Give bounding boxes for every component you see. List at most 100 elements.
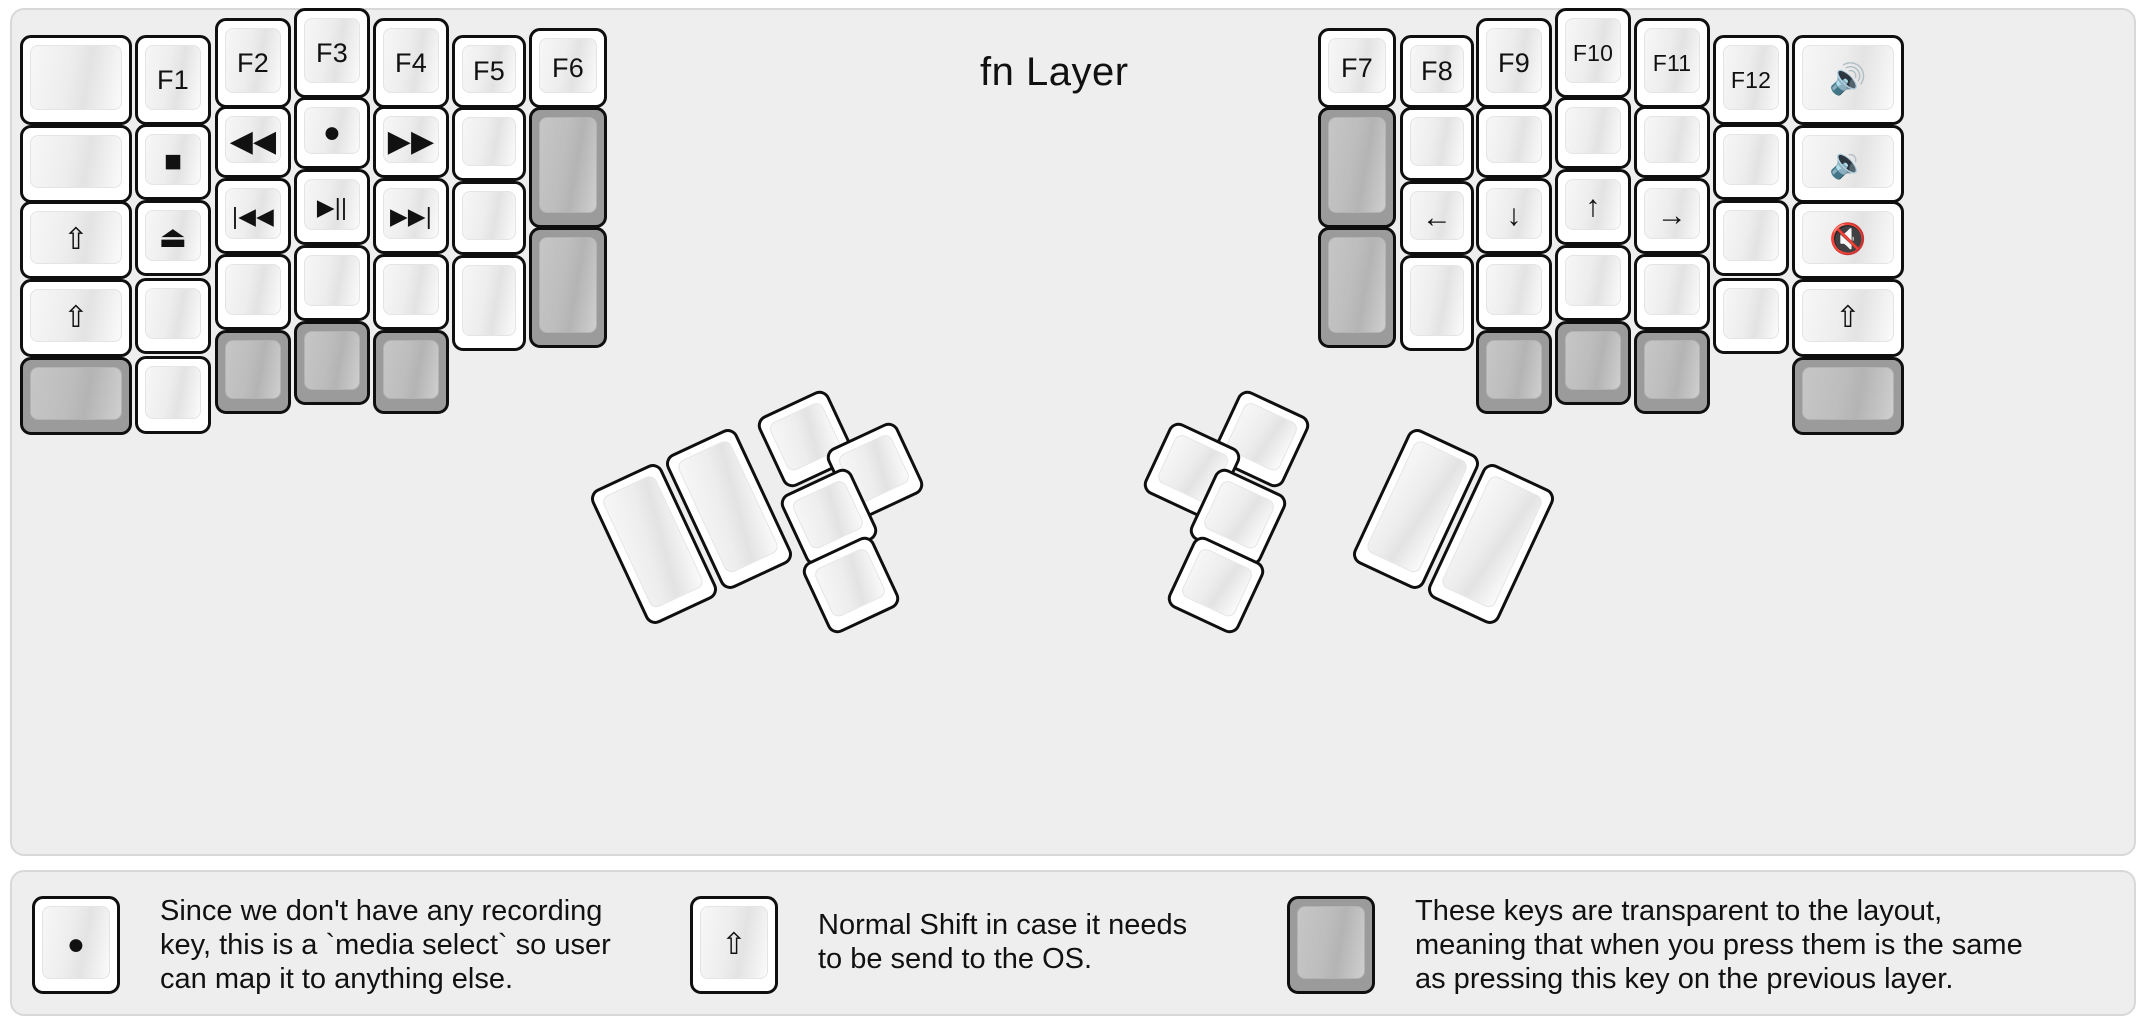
right-col-innermost-key-1[interactable] [1318, 107, 1396, 228]
left-col-innermost-key-1[interactable] [529, 107, 607, 228]
right-col-index-key-4[interactable] [1476, 330, 1552, 414]
right-col-inner-key-1[interactable] [1400, 107, 1474, 181]
key-cap [30, 367, 122, 420]
left-col-outer-left-key-0[interactable] [20, 35, 132, 125]
key-cap [1565, 331, 1621, 390]
left-col-pinky-key-0[interactable]: F1 [135, 35, 211, 125]
play-pause-icon: ▶|| [316, 193, 348, 220]
right-col-inner-key-0[interactable]: F8 [1400, 35, 1474, 108]
left-col-ring-key-4[interactable] [215, 330, 291, 414]
key-cap [1486, 340, 1542, 399]
left-col-ring-key-0[interactable]: F2 [215, 18, 291, 108]
key-cap [225, 340, 281, 399]
legend-key-transparent-icon [1287, 896, 1375, 994]
right-col-outer-right-key-4[interactable] [1792, 357, 1904, 435]
key-cap [462, 117, 516, 166]
right-col-pinky-key-1[interactable] [1713, 124, 1789, 200]
right-col-ring-key-3[interactable] [1634, 254, 1710, 330]
page-title: fn Layer [980, 50, 1129, 94]
key-cap [1328, 117, 1386, 213]
right-col-ring-key-2[interactable]: → [1634, 178, 1710, 254]
key-legend: F3 [316, 37, 348, 68]
left-col-outer-left-key-2[interactable]: ⇧ [20, 201, 132, 279]
right-col-ring-key-1[interactable] [1634, 106, 1710, 178]
right-col-pinky-key-2[interactable] [1713, 200, 1789, 276]
left-col-inner-key-2[interactable] [452, 181, 526, 255]
legend-text-transparent: These keys are transparent to the layout… [1415, 895, 2023, 996]
right-col-middle-key-2[interactable]: ↑ [1555, 169, 1631, 245]
right-col-outer-right-key-2[interactable]: 🔇 [1792, 201, 1904, 279]
left-col-pinky-key-2[interactable]: ⏏ [135, 200, 211, 276]
left-col-pinky-key-4[interactable] [135, 356, 211, 434]
key-cap [304, 255, 360, 306]
fast-forward-icon: ▶▶ [387, 125, 435, 158]
right-col-outer-right-key-0[interactable]: 🔊 [1792, 35, 1904, 125]
right-col-middle-key-3[interactable] [1555, 245, 1631, 321]
left-col-inner-key-3[interactable] [452, 255, 526, 351]
stop-icon: ■ [163, 145, 183, 178]
left-col-index-key-4[interactable] [373, 330, 449, 414]
arrow-down-icon: ↓ [1506, 199, 1522, 232]
left-col-pinky-key-3[interactable] [135, 278, 211, 354]
left-col-middle-key-1[interactable]: ● [294, 97, 370, 169]
right-col-inner-key-2[interactable]: ← [1400, 181, 1474, 255]
left-col-ring-key-1[interactable]: ◀◀ [215, 106, 291, 178]
key-cap [1723, 134, 1779, 185]
legend-key-record-icon: ● [32, 896, 120, 994]
right-col-middle-key-4[interactable] [1555, 321, 1631, 405]
legend-item-record: ● Since we don't have any recording key,… [32, 886, 672, 1004]
right-col-index-key-1[interactable] [1476, 106, 1552, 178]
legend-panel: ● Since we don't have any recording key,… [10, 870, 2136, 1016]
key-cap [30, 135, 122, 188]
key-cap [462, 265, 516, 336]
right-col-index-key-3[interactable] [1476, 254, 1552, 330]
left-col-index-key-1[interactable]: ▶▶ [373, 106, 449, 178]
arrow-left-icon: ← [1421, 201, 1453, 234]
left-col-innermost-key-2[interactable] [529, 227, 607, 348]
right-col-innermost-key-0[interactable]: F7 [1318, 28, 1396, 108]
left-col-index-key-2[interactable]: ▶▶| [373, 178, 449, 254]
right-col-middle-key-0[interactable]: F10 [1555, 8, 1631, 98]
left-col-index-key-0[interactable]: F4 [373, 18, 449, 108]
key-cap [1644, 340, 1700, 399]
key-cap [1486, 116, 1542, 163]
key-legend: F5 [473, 56, 505, 86]
key-legend: F12 [1730, 66, 1772, 93]
left-col-outer-left-key-3[interactable]: ⇧ [20, 279, 132, 357]
right-col-inner-key-3[interactable] [1400, 255, 1474, 351]
left-col-middle-key-3[interactable] [294, 245, 370, 321]
left-col-ring-key-3[interactable] [215, 254, 291, 330]
legend-key-glyph: ● [66, 928, 86, 961]
eject-icon: ⏏ [158, 221, 188, 254]
left-col-middle-key-2[interactable]: ▶|| [294, 169, 370, 245]
left-col-inner-key-1[interactable] [452, 107, 526, 181]
right-col-pinky-key-3[interactable] [1713, 278, 1789, 354]
key-cap [462, 191, 516, 240]
record-icon: ● [322, 116, 342, 149]
key-legend: F1 [157, 64, 189, 95]
left-col-outer-left-key-1[interactable] [20, 125, 132, 203]
right-col-index-key-0[interactable]: F9 [1476, 18, 1552, 108]
left-col-innermost-key-0[interactable]: F6 [529, 28, 607, 108]
left-col-ring-key-2[interactable]: |◀◀ [215, 178, 291, 254]
right-col-pinky-key-0[interactable]: F12 [1713, 35, 1789, 125]
left-col-pinky-key-1[interactable]: ■ [135, 124, 211, 200]
left-col-outer-left-key-4[interactable] [20, 357, 132, 435]
right-col-innermost-key-2[interactable] [1318, 227, 1396, 348]
right-col-middle-key-1[interactable] [1555, 97, 1631, 169]
right-col-outer-right-key-3[interactable]: ⇧ [1792, 279, 1904, 357]
right-col-outer-right-key-1[interactable]: 🔉 [1792, 125, 1904, 203]
left-col-inner-key-0[interactable]: F5 [452, 35, 526, 108]
key-cap [1644, 264, 1700, 315]
shift-icon: ⇧ [63, 301, 89, 334]
right-col-ring-key-0[interactable]: F11 [1634, 18, 1710, 108]
right-col-ring-key-4[interactable] [1634, 330, 1710, 414]
left-col-index-key-3[interactable] [373, 254, 449, 330]
key-cap [145, 366, 201, 419]
key-cap [1410, 265, 1464, 336]
left-col-middle-key-0[interactable]: F3 [294, 8, 370, 98]
legend-text-record: Since we don't have any recording key, t… [160, 895, 611, 996]
left-col-middle-key-4[interactable] [294, 321, 370, 405]
right-col-index-key-2[interactable]: ↓ [1476, 178, 1552, 254]
